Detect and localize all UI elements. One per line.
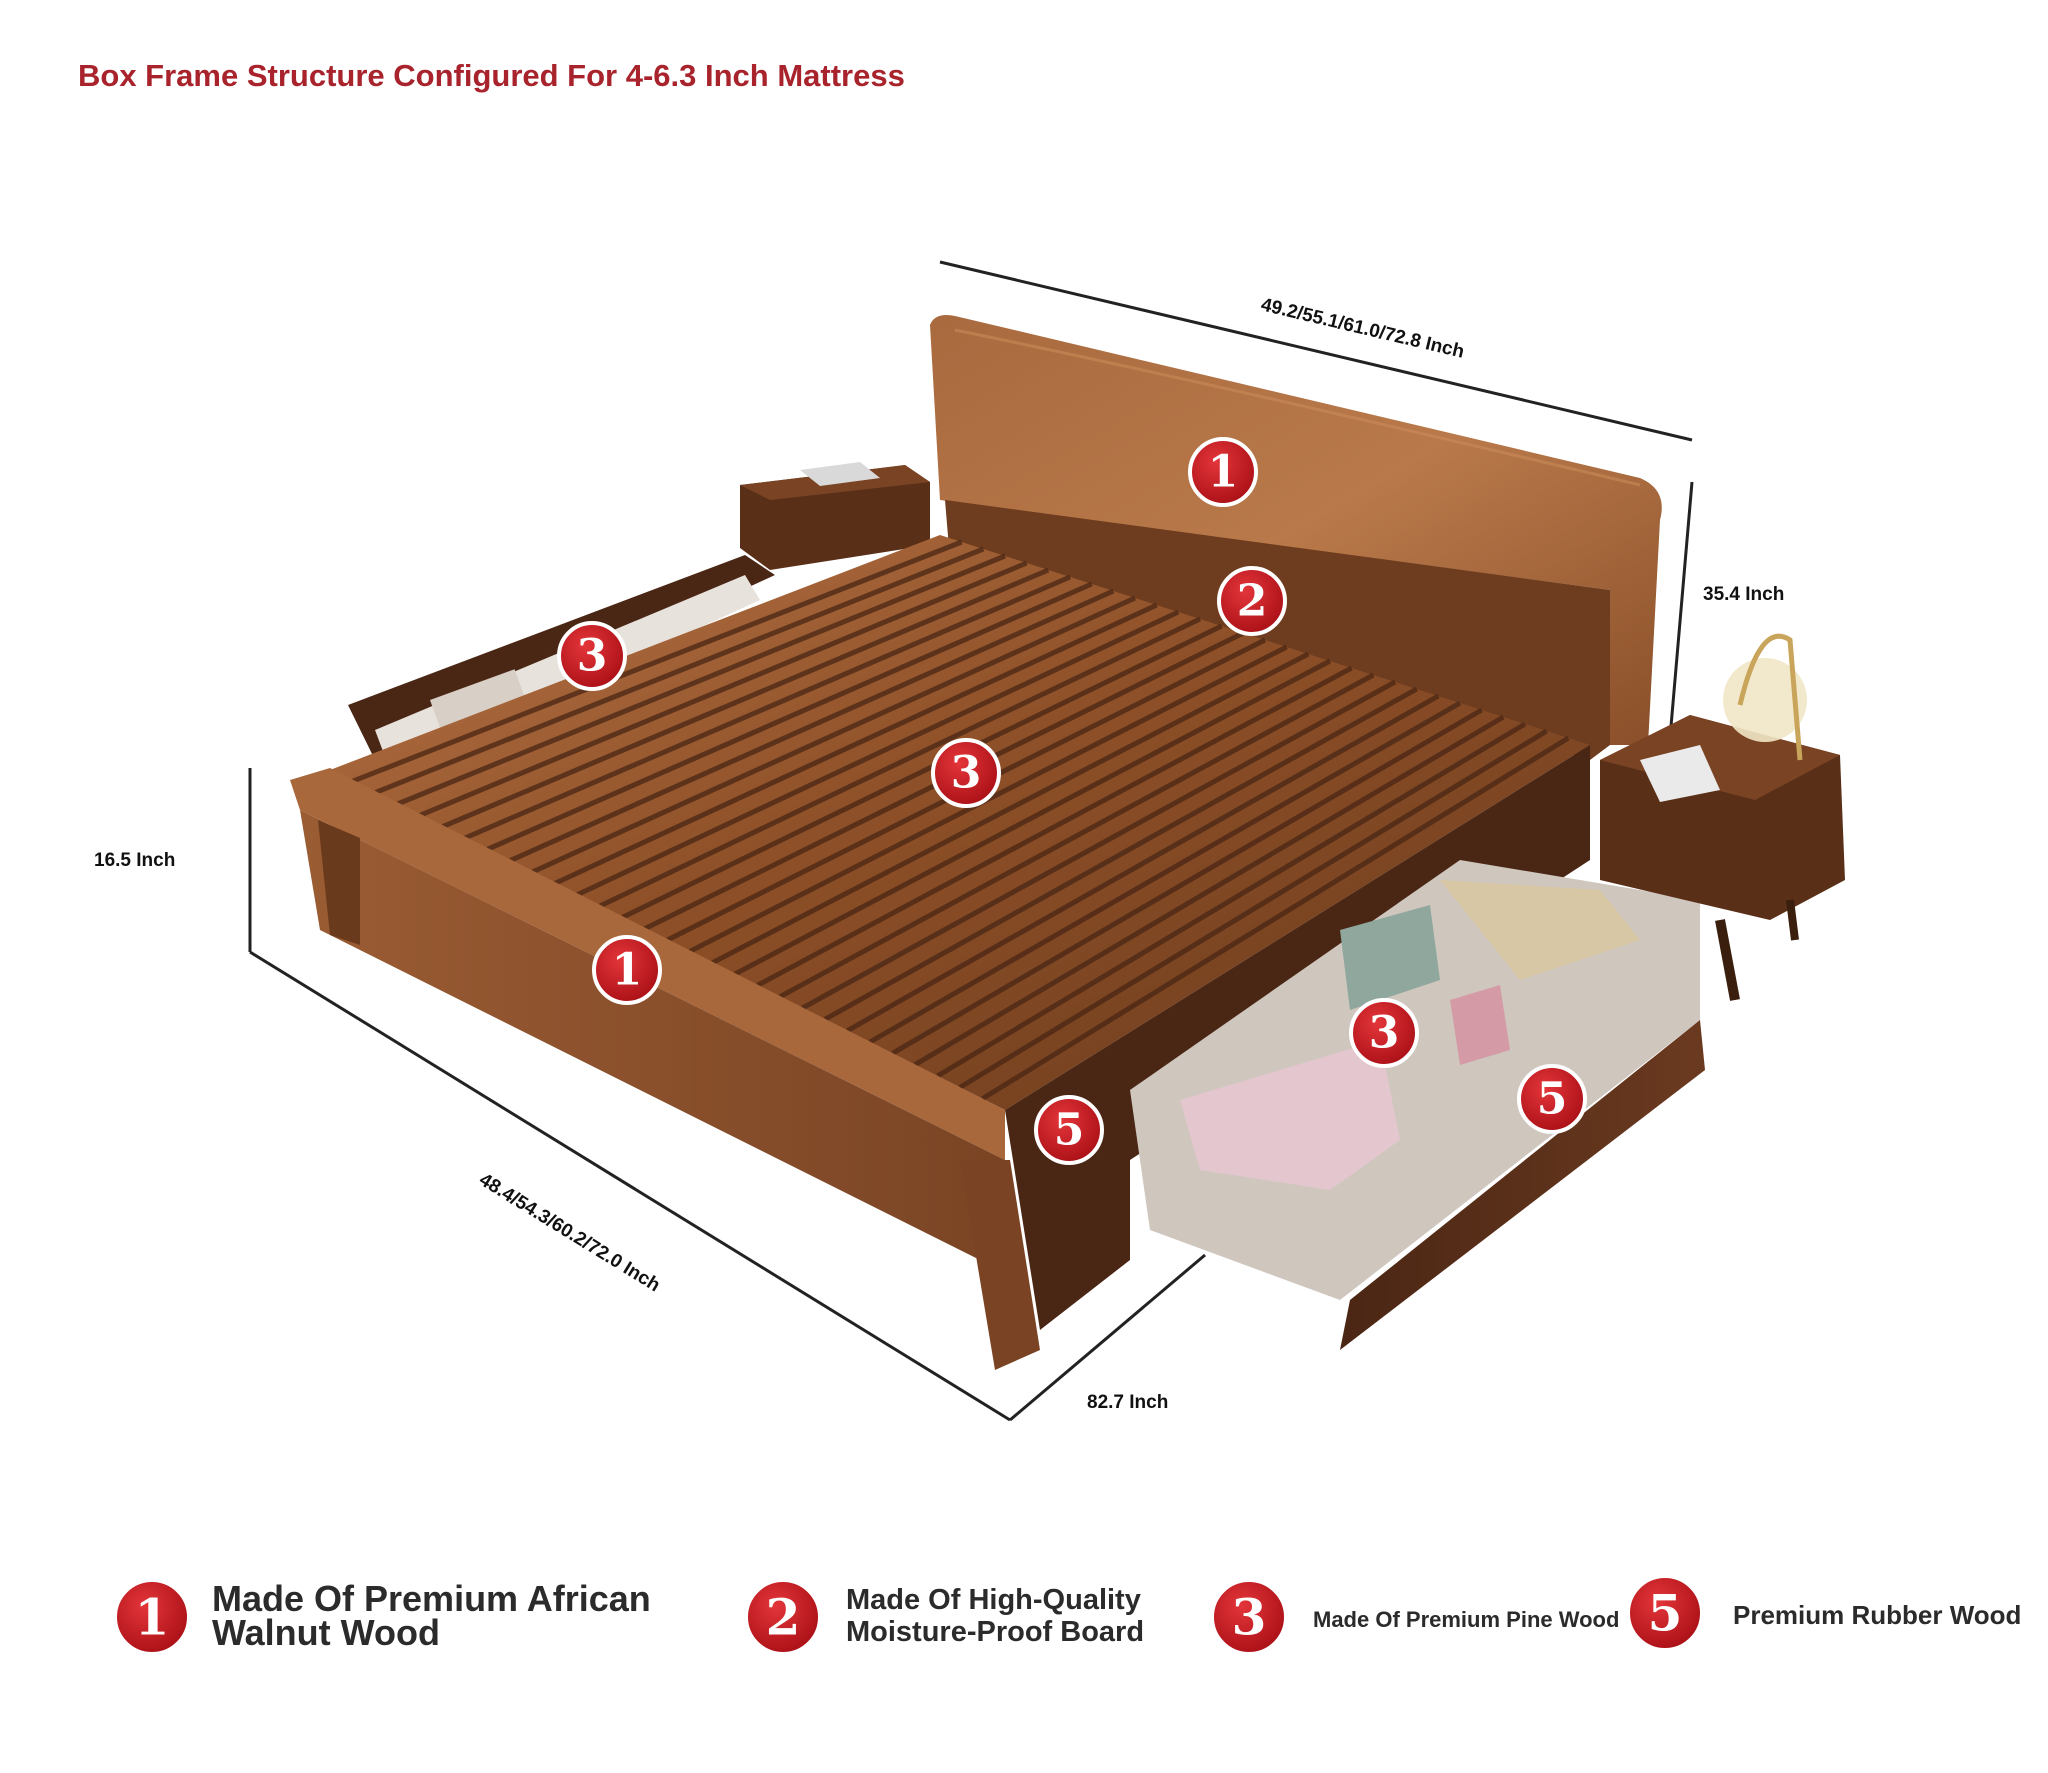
svg-text:1: 1 xyxy=(1208,447,1239,498)
badge-5-drawer: 5 xyxy=(1517,1064,1587,1134)
svg-text:1: 1 xyxy=(612,945,643,996)
slat-gap xyxy=(846,693,1440,1033)
slat-gap xyxy=(823,686,1418,1022)
svg-text:2: 2 xyxy=(1237,576,1268,627)
svg-text:1: 1 xyxy=(135,1588,170,1647)
legend-badge-3: 3 xyxy=(1210,1578,1288,1656)
right-nightstand xyxy=(1600,633,1845,1001)
slat-gap xyxy=(464,574,1071,841)
slat-gap xyxy=(913,714,1505,1067)
badge-2-headboard: 2 xyxy=(1217,566,1287,636)
slat-gap xyxy=(958,728,1548,1090)
badge-5-front: 5 xyxy=(1034,1095,1104,1165)
badge-3-drawer: 3 xyxy=(1349,998,1419,1068)
page-title: Box Frame Structure Configured For 4-6.3… xyxy=(78,58,905,93)
width-dimension-label: 49.2/55.1/61.0/72.8 Inch xyxy=(1259,294,1466,362)
svg-text:5: 5 xyxy=(1054,1105,1085,1156)
badge-3-left-storage: 3 xyxy=(557,621,627,691)
legend-item-1-text: Made Of Premium African Walnut Wood xyxy=(212,1578,651,1653)
slat-gap xyxy=(733,658,1332,977)
headboard-height-label: 35.4 Inch xyxy=(1703,584,1784,605)
slat-gap xyxy=(981,735,1570,1101)
legend-badge-2: 2 xyxy=(744,1578,822,1656)
legend-item-1-line1: Made Of Premium African xyxy=(212,1578,651,1619)
legend-badge-5: 5 xyxy=(1626,1574,1704,1652)
badge-1-side-rail: 1 xyxy=(592,935,662,1005)
slat-platform xyxy=(330,535,1590,1110)
svg-text:3: 3 xyxy=(577,631,608,682)
legend-item-1-line2: Walnut Wood xyxy=(212,1612,440,1653)
slat-gap xyxy=(756,665,1353,988)
slat-gap xyxy=(531,595,1137,875)
slat-gap xyxy=(936,721,1527,1079)
slat-gap xyxy=(508,588,1115,863)
svg-text:3: 3 xyxy=(1232,1588,1267,1647)
slat-gap xyxy=(598,616,1202,909)
badge-3-slats: 3 xyxy=(931,738,1001,808)
slat-gap xyxy=(891,707,1483,1056)
legend-item-2-text: Made Of High-Quality Moisture-Proof Boar… xyxy=(846,1584,1144,1648)
badge-1-headboard: 1 xyxy=(1188,437,1258,507)
svg-text:5: 5 xyxy=(1648,1584,1683,1643)
svg-text:2: 2 xyxy=(766,1588,801,1647)
slat-gap xyxy=(351,539,963,784)
dimension-lines xyxy=(248,260,1694,1422)
slat-gap xyxy=(621,623,1223,920)
legend-item-2-line1: Made Of High-Quality xyxy=(846,1584,1141,1616)
bed-height-label: 16.5 Inch xyxy=(94,850,175,871)
slat-gap xyxy=(576,609,1180,897)
svg-text:3: 3 xyxy=(951,748,982,799)
left-nightstand xyxy=(740,462,930,570)
right-drawers xyxy=(1005,745,1705,1350)
svg-text:3: 3 xyxy=(1369,1008,1400,1059)
slat-gap xyxy=(486,581,1093,852)
legend-item-3-text: Made Of Premium Pine Wood xyxy=(1313,1607,1620,1632)
slat-gap xyxy=(441,567,1050,829)
legend-item-2-line2: Moisture-Proof Board xyxy=(846,1616,1145,1648)
legend-badge-1: 1 xyxy=(113,1578,191,1656)
slat-gap xyxy=(553,602,1158,886)
slat-gap xyxy=(711,651,1310,965)
drawer-depth-label: 82.7 Inch xyxy=(1087,1392,1168,1413)
slat-gap xyxy=(801,679,1397,1011)
slat-gap xyxy=(868,700,1462,1045)
headboard xyxy=(930,315,1662,760)
slat-gap xyxy=(374,546,985,795)
slat-gap xyxy=(778,672,1375,999)
slat-gap xyxy=(419,560,1028,818)
slat-gap xyxy=(396,553,1006,807)
svg-text:5: 5 xyxy=(1537,1074,1568,1125)
legend-item-5-text: Premium Rubber Wood xyxy=(1733,1600,2022,1630)
